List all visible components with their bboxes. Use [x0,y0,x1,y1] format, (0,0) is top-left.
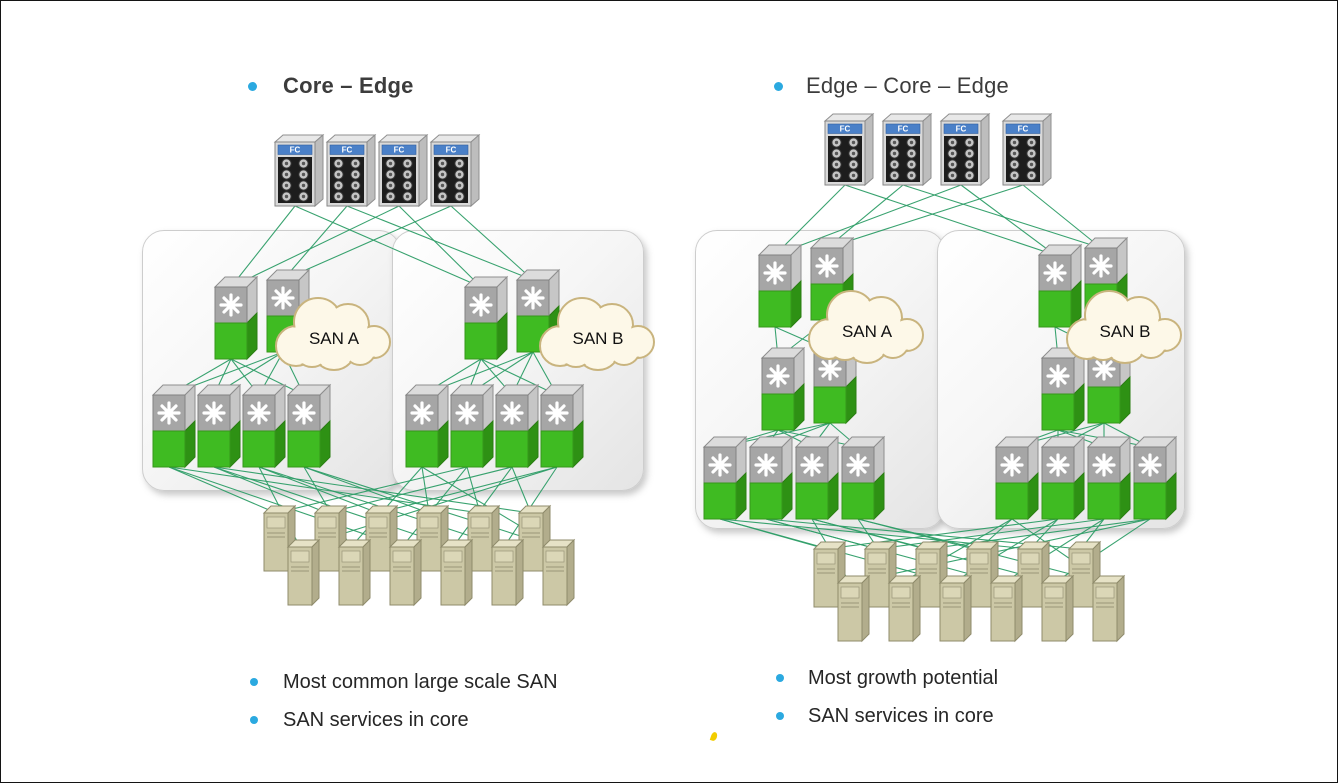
fc-storage-array: FC [938,112,992,195]
fc-storage-array: FC [822,112,876,195]
san-cloud: SAN A [268,292,400,378]
panel-title-edge-core-edge: Edge – Core – Edge [774,73,1009,99]
core-switch [213,275,259,361]
panel-title-core-edge: Core – Edge [248,73,414,99]
stray-yellow-mark [709,731,719,742]
edge-switch [449,383,495,469]
edge-switch [404,383,450,469]
edge-switch [1040,435,1086,521]
server [1040,574,1076,644]
bullet-icon [776,712,784,720]
server [490,538,526,608]
core-switch [463,275,509,361]
bullet-icon [250,716,258,724]
server [938,574,974,644]
edge-switch [286,383,332,469]
server [439,538,475,608]
svg-text:FC: FC [446,146,457,155]
svg-text:FC: FC [394,146,405,155]
svg-text:FC: FC [1018,125,1029,134]
edge-switch [241,383,287,469]
svg-text:FC: FC [342,146,353,155]
edge-switch [840,435,886,521]
bullet-icon [774,81,783,91]
edge-switch [994,435,1040,521]
fc-storage-array: FC [1000,112,1054,195]
edge-switch [1086,435,1132,521]
edge-switch [196,383,242,469]
bullet-icon [250,678,258,686]
note-text: SAN services in core [283,709,469,731]
server [337,538,373,608]
edge-switch [539,383,585,469]
title-text: Core – Edge [283,73,414,98]
edge-switch [794,435,840,521]
san-cloud-label: SAN B [1099,322,1151,341]
edge-switch [757,243,803,329]
server [541,538,577,608]
note-item: Most common large scale SAN [250,669,558,695]
svg-text:FC: FC [290,146,301,155]
fc-storage-array: FC [376,133,430,216]
note-text: Most common large scale SAN [283,671,558,693]
server [989,574,1025,644]
san-cloud-label: SAN A [841,322,893,341]
edge-switch [1132,435,1178,521]
server [388,538,424,608]
title-text: Edge – Core – Edge [806,73,1009,98]
notes-edge-core-edge: Most growth potential SAN services in co… [776,665,998,741]
fc-storage-array: FC [324,133,378,216]
bullet-icon [248,81,257,91]
san-cloud-label: SAN B [572,329,624,348]
edge-switch [151,383,197,469]
server [836,574,872,644]
san-cloud: SAN B [1059,285,1191,371]
core-switch [760,346,806,432]
server [887,574,923,644]
san-cloud-label: SAN A [308,329,360,348]
san-cloud: SAN A [801,285,933,371]
note-item: SAN services in core [250,707,558,733]
edge-switch [702,435,748,521]
edge-switch [748,435,794,521]
notes-core-edge: Most common large scale SAN SAN services… [250,669,558,745]
svg-text:FC: FC [898,125,909,134]
san-cloud: SAN B [532,292,664,378]
svg-text:FC: FC [956,125,967,134]
bullet-icon [776,674,784,682]
edge-switch [494,383,540,469]
core-switch [1086,339,1132,425]
svg-text:FC: FC [840,125,851,134]
fc-storage-array: FC [880,112,934,195]
note-item: SAN services in core [776,703,998,729]
fc-storage-array: FC [428,133,482,216]
note-item: Most growth potential [776,665,998,691]
note-text: Most growth potential [808,667,999,689]
server [286,538,322,608]
fc-storage-array: FC [272,133,326,216]
server [1091,574,1127,644]
note-text: SAN services in core [808,705,994,727]
